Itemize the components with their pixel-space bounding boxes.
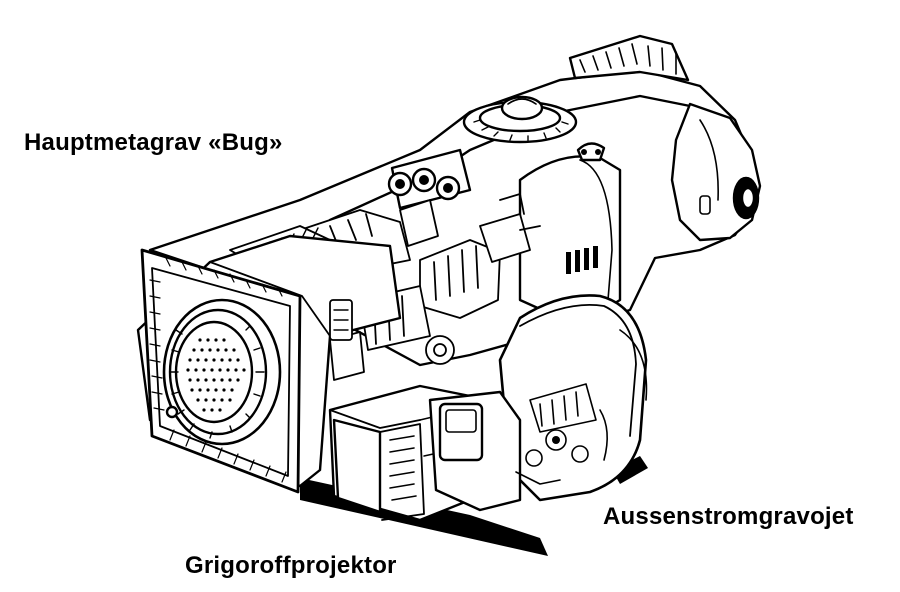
- gravojet-internals: [515, 383, 608, 485]
- label-main-gravity-engine: Hauptmetagrav «Bug»: [24, 129, 283, 156]
- grille-dots: [186, 338, 246, 412]
- gravojet-rim: [619, 329, 648, 401]
- grille-ring-ticks: [169, 325, 265, 439]
- mid-cylinder: [518, 155, 622, 320]
- label-grigoroff-projector: Grigoroffprojektor: [185, 552, 397, 579]
- frame-bolt: [165, 405, 179, 419]
- top-dome: [500, 95, 544, 121]
- grille-mesh: [174, 320, 254, 424]
- ground-shadow-right: [612, 456, 648, 484]
- nose-cone: [670, 102, 762, 242]
- side-vents: [566, 246, 598, 274]
- projector-fins: [389, 435, 417, 501]
- projector-front: [332, 418, 382, 514]
- top-plating: [568, 34, 690, 82]
- triple-nozzles: [387, 148, 472, 210]
- sensor-head: [576, 142, 606, 162]
- dome-ring-ticks: [473, 119, 569, 142]
- frame-hatching: [149, 257, 287, 483]
- top-ribs: [579, 43, 677, 75]
- label-outer-gravojet: Aussenstromgravojet: [603, 503, 854, 530]
